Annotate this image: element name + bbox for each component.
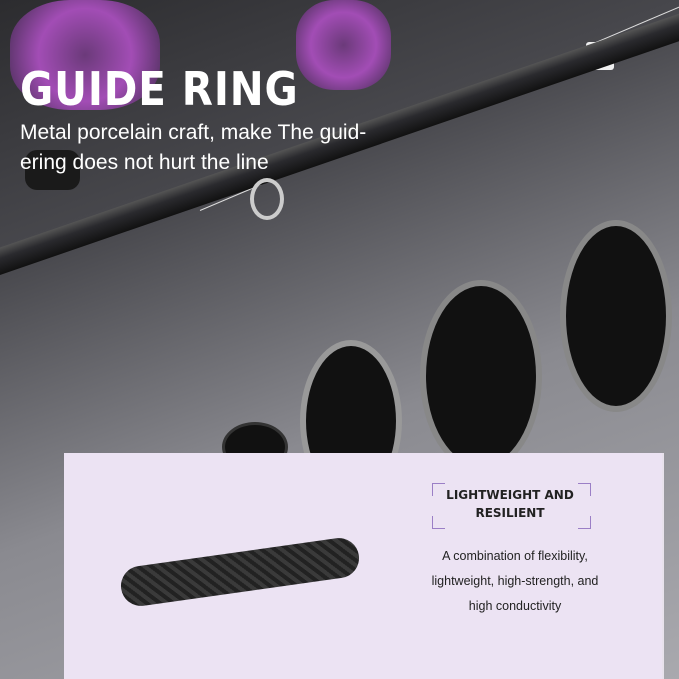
- headline-subtitle: Metal porcelain craft, make The guid-eri…: [20, 121, 367, 174]
- carbon-spiral-layer: [420, 280, 542, 472]
- description-line: A combination of flexibility,: [442, 549, 588, 563]
- bracket-bottom-left: [432, 516, 445, 529]
- bracket-top-right: [578, 483, 591, 496]
- description-line: lightweight, high-strength, and: [431, 574, 599, 588]
- feature-heading: LIGHTWEIGHT AND RESILIENT: [440, 486, 580, 522]
- feature-heading-line1: LIGHTWEIGHT AND: [446, 488, 574, 502]
- reel-image-right: [296, 0, 391, 90]
- feature-description: A combination of flexibility, lightweigh…: [420, 544, 610, 619]
- carbon-spiral-layer: [560, 220, 672, 412]
- reel-handle-knob: [25, 150, 80, 190]
- reel-image-left: [10, 0, 160, 110]
- guide-ring-image: [250, 178, 284, 220]
- description-line: high conductivity: [468, 599, 562, 613]
- bracket-top-left: [432, 483, 445, 496]
- feature-heading-line2: RESILIENT: [475, 506, 545, 520]
- bracket-bottom-right: [578, 516, 591, 529]
- headline-title: GUIDE RING: [20, 62, 299, 116]
